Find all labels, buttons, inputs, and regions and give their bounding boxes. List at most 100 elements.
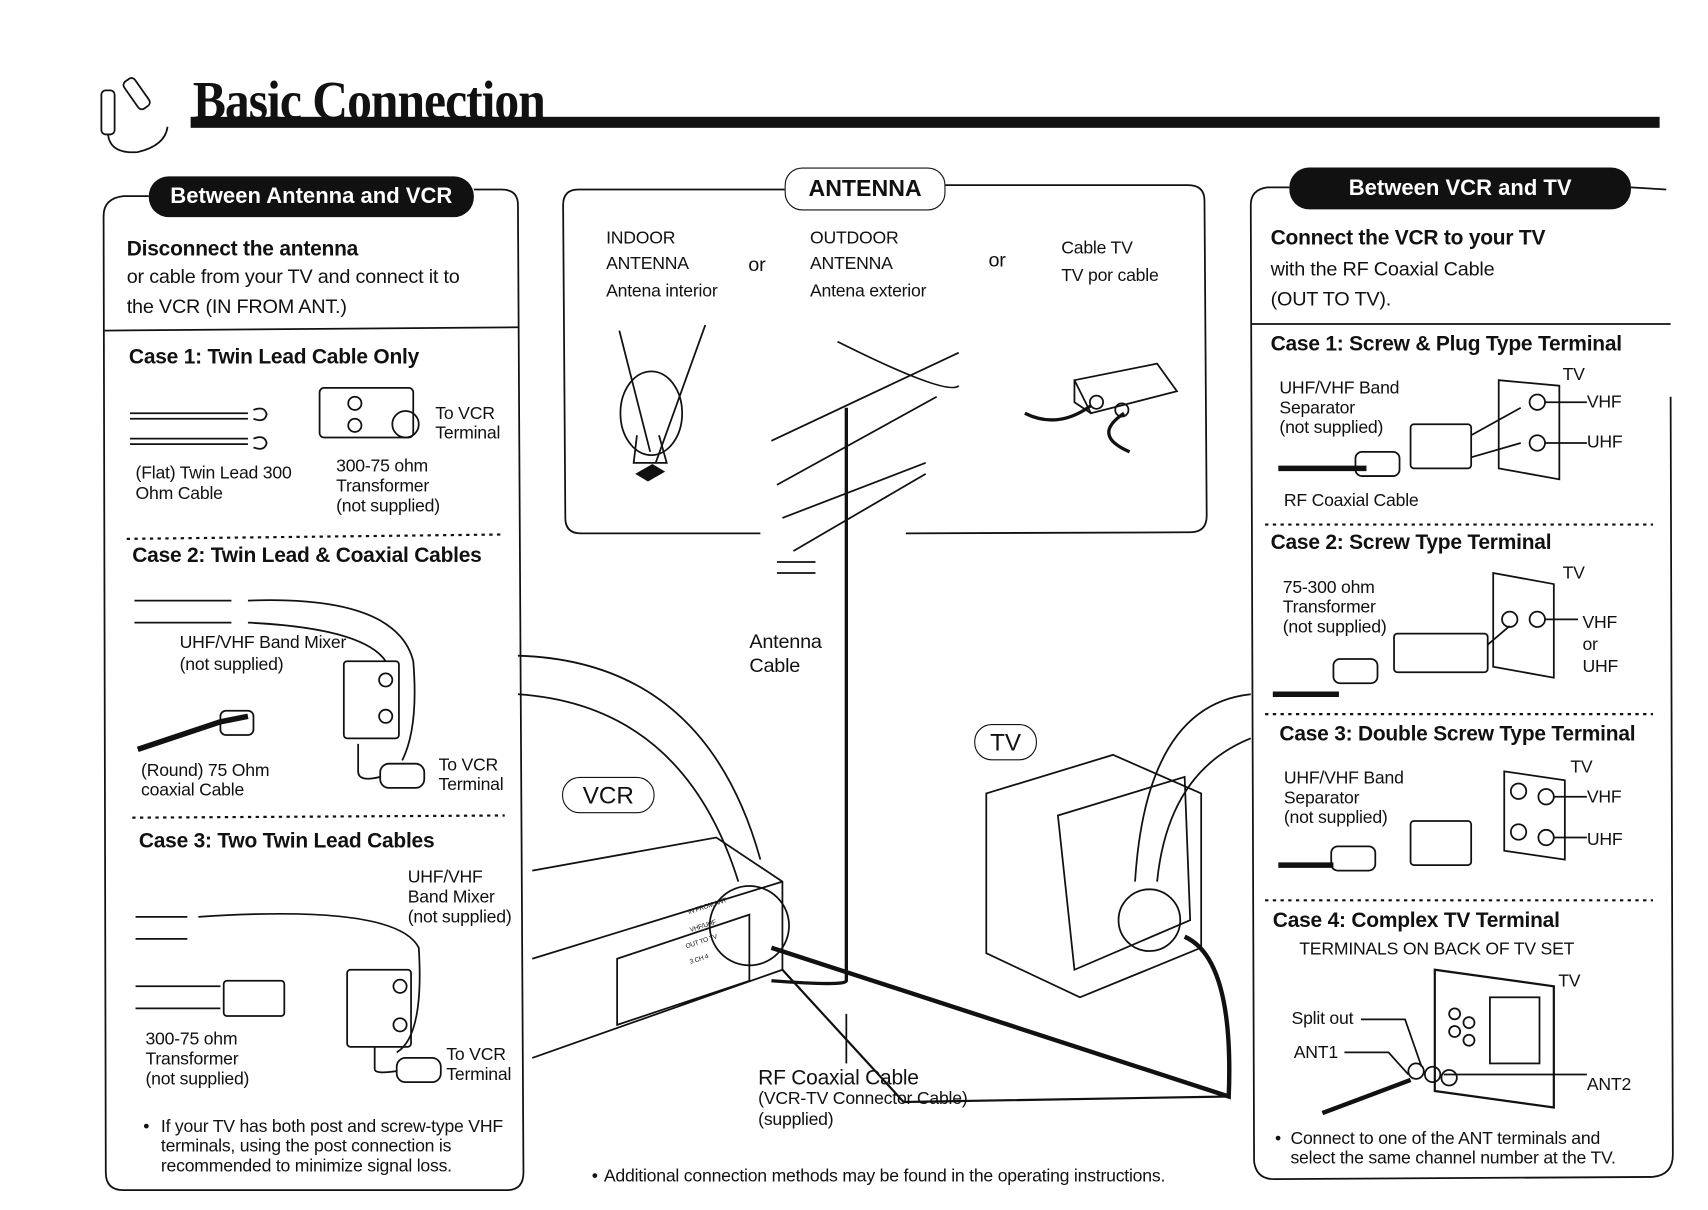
label: or [1582, 635, 1598, 655]
right-case1-title: Case 1: Screw & Plug Type Terminal [1270, 332, 1623, 356]
label: UHF/VHF Band [1279, 379, 1400, 398]
label: UHF [1586, 433, 1623, 452]
label: (not supplied) [1282, 618, 1387, 637]
mixer-illustration [134, 599, 426, 789]
label: (not supplied) [336, 497, 440, 516]
label: Antena exterior [809, 282, 927, 301]
left-case3-title: Case 3: Two Twin Lead Cables [138, 829, 435, 853]
tv-label: TV [974, 724, 1037, 761]
antenna-panel [562, 184, 1208, 535]
label: Separator [1279, 398, 1355, 418]
label: Separator [1283, 789, 1360, 808]
label: TV [1562, 564, 1585, 583]
left-intro-line: the VCR (IN FROM ANT.) [126, 295, 347, 318]
or-label: or [748, 253, 766, 276]
antenna-pill: ANTENNA [784, 167, 946, 211]
indoor-antenna-illustration [618, 324, 707, 482]
label: 75-300 ohm [1282, 578, 1375, 598]
right-panel [1249, 186, 1674, 1181]
section-pill-antenna-vcr: Between Antenna and VCR [148, 176, 474, 218]
label: (Round) 75 Ohm [141, 761, 270, 781]
right-note: select the same channel number at the TV… [1290, 1149, 1616, 1169]
right-case3-title: Case 3: Double Screw Type Terminal [1279, 722, 1636, 747]
twin-lead-transformer-illustration [130, 387, 420, 450]
right-case4-title: Case 4: Complex TV Terminal [1272, 909, 1560, 933]
label: 300-75 ohm [336, 457, 429, 477]
label: Terminal [435, 424, 501, 444]
label: To VCR [438, 755, 499, 775]
label: TV [1562, 365, 1585, 385]
label: UHF/VHF Band Mixer [179, 633, 347, 653]
label: Transformer [145, 1050, 239, 1069]
label: Split out [1291, 1009, 1354, 1029]
label: UHF/VHF [407, 868, 483, 888]
vcr-label: VCR [562, 776, 655, 814]
label: Transformer [1282, 598, 1376, 618]
label: 300-75 ohm [145, 1030, 238, 1050]
label: VHF [1586, 393, 1622, 413]
label: Terminal [438, 775, 504, 795]
label: To VCR [435, 404, 495, 424]
label: Cable [749, 654, 801, 677]
label: TERMINALS ON BACK OF TV SET [1299, 940, 1575, 959]
right-note: Connect to one of the ANT terminals and [1290, 1129, 1601, 1149]
two-twin-lead-illustration [135, 912, 442, 1084]
label: Ohm Cable [135, 484, 223, 504]
right-case2-title: Case 2: Screw Type Terminal [1270, 531, 1552, 555]
bullet-icon: • [591, 1167, 598, 1186]
label: (not supplied) [407, 908, 512, 927]
left-intro-bold: Disconnect the antenna [126, 238, 359, 262]
label: Antena interior [606, 282, 718, 301]
label: (Flat) Twin Lead 300 [135, 463, 292, 483]
rf-cable-label: RF Coaxial Cable [758, 1066, 919, 1090]
label: ANTENNA [809, 254, 893, 274]
case1-separator-illustration [1278, 379, 1587, 481]
label: (VCR-TV Connector Cable) [758, 1089, 968, 1109]
case4-terminal-illustration [1321, 968, 1587, 1116]
cable-tv-box-illustration [1024, 362, 1179, 454]
right-intro-bold: Connect the VCR to your TV [1270, 227, 1546, 251]
left-note: If your TV has both post and screw-type … [160, 1117, 503, 1137]
bullet-icon: • [1275, 1129, 1281, 1149]
left-note: terminals, using the post connection is [160, 1137, 452, 1156]
label: ANT1 [1293, 1043, 1338, 1063]
label: To VCR [446, 1045, 506, 1065]
label: TV por cable [1061, 266, 1159, 286]
label: OUTDOOR [809, 229, 899, 248]
label: TV [1558, 971, 1581, 991]
right-intro-line: (OUT TO TV). [1270, 287, 1392, 310]
label: INDOOR [606, 229, 676, 248]
case3-separator-illustration [1278, 770, 1587, 872]
label: (not supplied) [1279, 418, 1384, 438]
right-intro-line: with the RF Coaxial Cable [1270, 257, 1495, 280]
page-title: Basic Connection [192, 69, 546, 132]
label: (supplied) [758, 1110, 834, 1130]
label: (not supplied) [1283, 808, 1388, 828]
outdoor-antenna-illustration [771, 340, 960, 986]
tv-illustration [985, 693, 1252, 999]
label: UHF [1582, 657, 1619, 677]
bullet-icon: • [143, 1117, 150, 1137]
label: ANT2 [1586, 1075, 1632, 1095]
label: RF Coaxial Cable [1283, 491, 1419, 511]
label: TV [1570, 758, 1593, 777]
cable-plug-icon [100, 77, 169, 154]
label: (not supplied) [145, 1070, 250, 1089]
label: coaxial Cable [141, 781, 245, 801]
left-panel [102, 188, 525, 1192]
label: VHF [1586, 787, 1622, 807]
left-case1-title: Case 1: Twin Lead Cable Only [128, 346, 420, 370]
footnote: Additional connection methods may be fou… [603, 1167, 1166, 1186]
label: Cable TV [1061, 239, 1133, 258]
or-label: or [988, 249, 1006, 272]
label: UHF [1586, 830, 1623, 850]
left-note: recommended to minimize signal loss. [160, 1157, 452, 1176]
title-rule [190, 116, 1660, 128]
label: Terminal [446, 1065, 512, 1085]
left-case2-title: Case 2: Twin Lead & Coaxial Cables [132, 544, 482, 568]
case2-transformer-illustration [1272, 571, 1579, 698]
label: (not supplied) [179, 655, 284, 675]
label: UHF/VHF Band [1283, 769, 1404, 788]
